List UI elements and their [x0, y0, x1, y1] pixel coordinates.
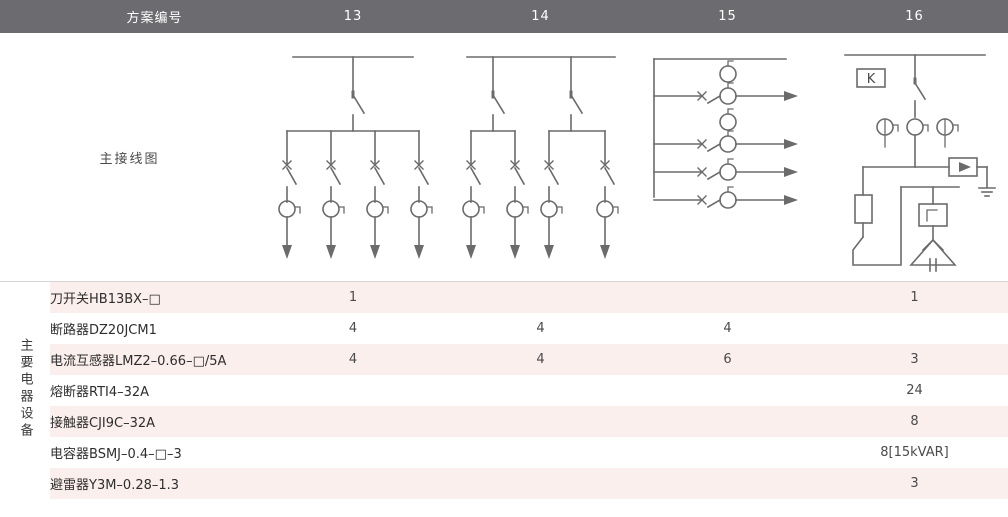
- equipment-name: 接触器CJI9C–32A: [50, 406, 259, 437]
- equipment-qty-15: 4: [634, 313, 821, 344]
- equipment-qty-16: 8: [821, 406, 1008, 437]
- equipment-qty-15: [634, 468, 821, 499]
- equipment-qty-16: 8[15kVAR]: [821, 437, 1008, 468]
- equipment-name: 电流互感器LMZ2–0.66–□/5A: [50, 344, 259, 375]
- contactor-k-label: K: [866, 72, 875, 87]
- diagram-scheme-13: [259, 33, 447, 281]
- table-row: 主要电器设备 刀开关HB13BX–□ 1 1: [0, 282, 1008, 499]
- equipment-qty-13: [259, 375, 447, 406]
- equipment-qty-13: [259, 468, 447, 499]
- equipment-qty-14: [447, 437, 634, 468]
- equipment-qty-15: [634, 406, 821, 437]
- equipment-qty-14: 4: [447, 344, 634, 375]
- equipment-qty-14: [447, 468, 634, 499]
- equipment-qty-16: 3: [821, 344, 1008, 375]
- equipment-qty-16: 3: [821, 468, 1008, 499]
- table-header-row: 方案编号 13 14 15 16: [0, 0, 1008, 33]
- equipment-qty-14: [447, 406, 634, 437]
- table-row: 熔断器RTI4–32A 24: [0, 375, 1008, 406]
- equipment-qty-16: 1: [821, 282, 1008, 313]
- equipment-name: 断路器DZ20JCM1: [50, 313, 259, 344]
- header-scheme-number-label: 方案编号: [50, 0, 259, 33]
- table-row: 接触器CJI9C–32A 8: [0, 406, 1008, 437]
- section-divider: [0, 281, 1008, 282]
- equipment-section-top-border: [0, 281, 1008, 282]
- diagram-row: 主接线图: [0, 33, 1008, 281]
- scheme-table: 方案编号 13 14 15 16 主接线图: [0, 0, 1008, 499]
- header-column-13: 13: [259, 0, 447, 33]
- equipment-qty-15: [634, 375, 821, 406]
- equipment-name: 刀开关HB13BX–□: [50, 282, 259, 313]
- side-label-main-equipment: 主要电器设备: [0, 282, 50, 499]
- equipment-qty-13: [259, 437, 447, 468]
- header-corner-blank: [0, 0, 50, 33]
- equipment-qty-15: [634, 282, 821, 313]
- equipment-name: 熔断器RTI4–32A: [50, 375, 259, 406]
- diagram-scheme-16: K: [821, 33, 1008, 281]
- equipment-qty-16: [821, 313, 1008, 344]
- header-column-16: 16: [821, 0, 1008, 33]
- table-row: 电容器BSMJ–0.4–□–3 8[15kVAR]: [0, 437, 1008, 468]
- equipment-qty-14: [447, 282, 634, 313]
- diagram-row-label: 主接线图: [0, 33, 259, 281]
- equipment-qty-15: [634, 437, 821, 468]
- header-column-14: 14: [447, 0, 634, 33]
- diagram-scheme-14: [447, 33, 634, 281]
- header-column-15: 15: [634, 0, 821, 33]
- equipment-qty-16: 24: [821, 375, 1008, 406]
- equipment-name: 电容器BSMJ–0.4–□–3: [50, 437, 259, 468]
- equipment-qty-14: 4: [447, 313, 634, 344]
- equipment-qty-14: [447, 375, 634, 406]
- table-row: 电流互感器LMZ2–0.66–□/5A 4 4 6 3: [0, 344, 1008, 375]
- equipment-name: 避雷器Y3M–0.28–1.3: [50, 468, 259, 499]
- diagram-scheme-15: [634, 33, 821, 281]
- equipment-qty-13: 1: [259, 282, 447, 313]
- table-row: 断路器DZ20JCM1 4 4 4: [0, 313, 1008, 344]
- equipment-qty-15: 6: [634, 344, 821, 375]
- equipment-qty-13: [259, 406, 447, 437]
- equipment-qty-13: 4: [259, 344, 447, 375]
- table-row: 避雷器Y3M–0.28–1.3 3: [0, 468, 1008, 499]
- equipment-qty-13: 4: [259, 313, 447, 344]
